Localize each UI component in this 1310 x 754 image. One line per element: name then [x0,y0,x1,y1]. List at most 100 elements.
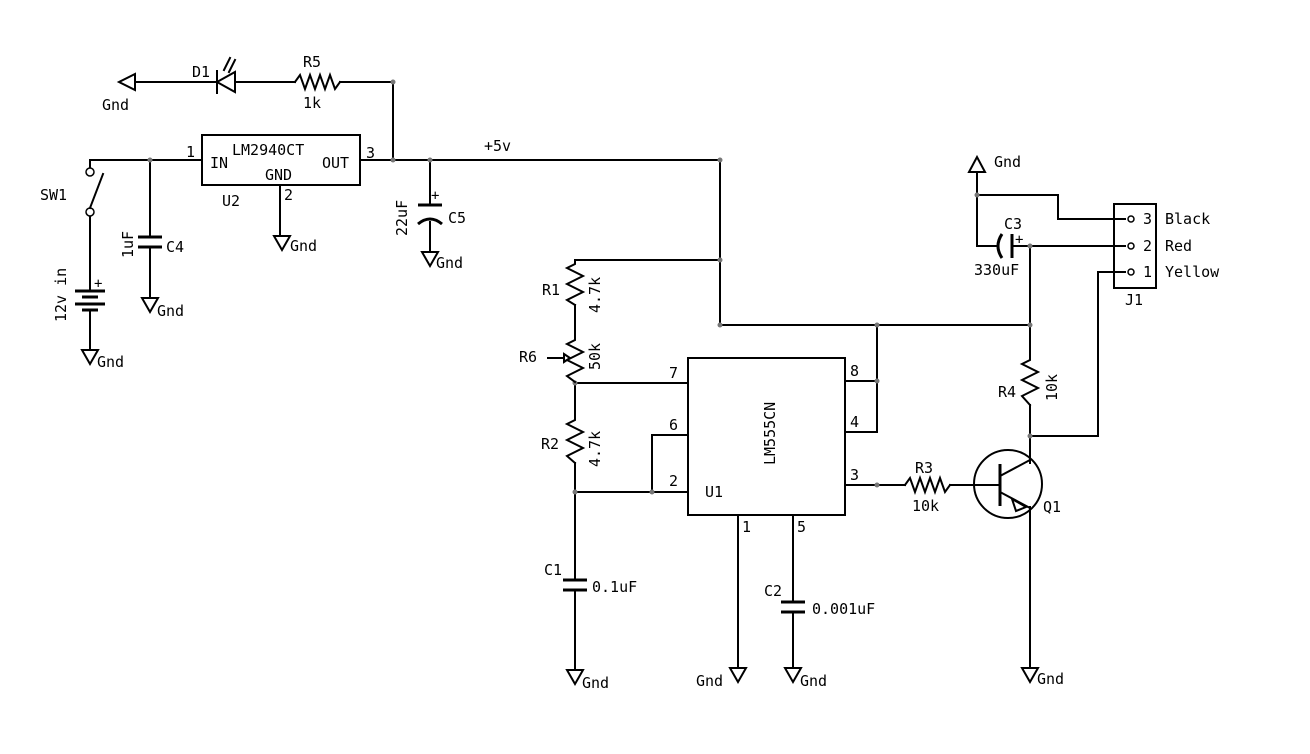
u2-pin2: 2 [284,186,293,204]
r3-value: 10k [912,497,939,515]
r2-ref: R2 [541,435,559,453]
junction-dot [1027,322,1033,328]
ground-label: Gnd [290,237,317,255]
r1-value: 4.7k [586,277,604,313]
u1-pin4: 4 [850,413,859,431]
junction-dot [874,378,880,384]
j1-body [1113,203,1157,289]
sw1-lever [88,172,105,210]
capacitor-c2: C2 0.001uF [764,582,875,618]
ground-icon [967,154,987,173]
junction-dot [717,257,723,263]
junction-dot [717,322,723,328]
wire-plus5v-rail [359,159,1031,326]
q1-body [973,449,1043,519]
wire-yellow [1029,271,1126,437]
u1-pin8: 8 [850,362,859,380]
r3-ref: R3 [915,459,933,477]
c3-value: 330uF [974,261,1019,279]
timer-u1: LM555CN U1 7 6 2 8 4 3 1 5 [669,357,859,536]
ground-icon [140,297,160,315]
battery: + 12v in [52,268,105,322]
potentiometer-r6: R6 50k [519,334,604,384]
led-d1: D1 [192,56,246,94]
j1-pin-name: Yellow [1165,263,1220,281]
u1-pin6: 6 [669,416,678,434]
junction-dot [427,157,433,163]
wires [89,81,1126,671]
u1-part: LM555CN [761,402,779,465]
net-label-plus5v: +5v [484,137,511,155]
j1-pin-icon [1127,268,1135,276]
ground-label: Gnd [97,353,124,371]
c3-ref: C3 [1004,215,1022,233]
ground-icon [116,72,136,92]
d1-arrow [227,58,237,74]
junction-dot [390,157,396,163]
sw1-contact [85,167,95,177]
q1-ref: Q1 [1043,498,1061,516]
u2-pin-gnd-label: GND [265,166,292,184]
ground-label: Gnd [157,302,184,320]
wire-gnd-black [976,171,1126,220]
c2-value: 0.001uF [812,600,875,618]
u2-pin-out-label: OUT [322,154,349,172]
ground-label: Gnd [436,254,463,272]
r6-ref: R6 [519,348,537,366]
ground-icon [420,251,440,269]
c4-value: 1uF [119,231,137,258]
switch-sw1: SW1 [40,167,105,217]
j1-pin-num: 1 [1143,263,1152,281]
junction-dot [1027,433,1033,439]
junction-dot [572,489,578,495]
u1-pin7: 7 [669,364,678,382]
capacitor-c4: C4 1uF [119,231,184,258]
u2-part: LM2940CT [232,141,304,159]
q1-collector [998,458,1032,478]
r6-value: 50k [586,343,604,370]
r1-ref: R1 [542,281,560,299]
ground-icon [565,669,585,687]
j1-pin-icon [1127,242,1135,250]
capacitor-c1: C1 0.1uF [544,561,637,596]
u2-pin1: 1 [186,143,195,161]
junction-dot [1027,243,1033,249]
junctions [147,79,1033,495]
capacitor-c5: + C5 22uF [393,188,466,236]
r6-wiper-arrow-icon [563,352,572,364]
c4-ref: C4 [166,238,184,256]
d1-triangle [214,70,236,94]
ground-icon [1020,667,1040,685]
ground-label: Gnd [1037,670,1064,688]
d1-ref: D1 [192,63,210,81]
c1-ref: C1 [544,561,562,579]
wire-input [89,159,201,173]
ground-icon [80,349,100,367]
c5-plus: + [431,188,439,204]
ground-label: Gnd [102,96,129,114]
sw1-contact [85,207,95,217]
resistor-r3: R3 10k [903,459,952,515]
c5-plate-curved [417,217,443,226]
j1-pin-num: 2 [1143,237,1152,255]
r4-value: 10k [1043,374,1061,401]
capacitor-c3: + C3 330uF [974,215,1023,279]
junction-dot [874,482,880,488]
wire-pin8-pin4 [844,380,878,433]
ground-label: Gnd [582,674,609,692]
d1-arrow [222,56,232,72]
j1-pin-name: Black [1165,210,1210,228]
resistor-r4: R4 10k [998,354,1061,407]
c1-value: 0.1uF [592,578,637,596]
j1-pin-num: 3 [1143,210,1152,228]
u2-body [201,134,361,186]
r3-body [903,475,952,495]
r5-ref: R5 [303,53,321,71]
u1-body [687,357,846,516]
battery-plus: + [94,276,102,292]
q1-emitter-arrow-icon [1010,496,1029,513]
c5-value: 22uF [393,200,411,236]
resistor-r5: R5 1k [293,53,342,112]
u1-pin1: 1 [742,518,751,536]
r4-ref: R4 [998,383,1016,401]
